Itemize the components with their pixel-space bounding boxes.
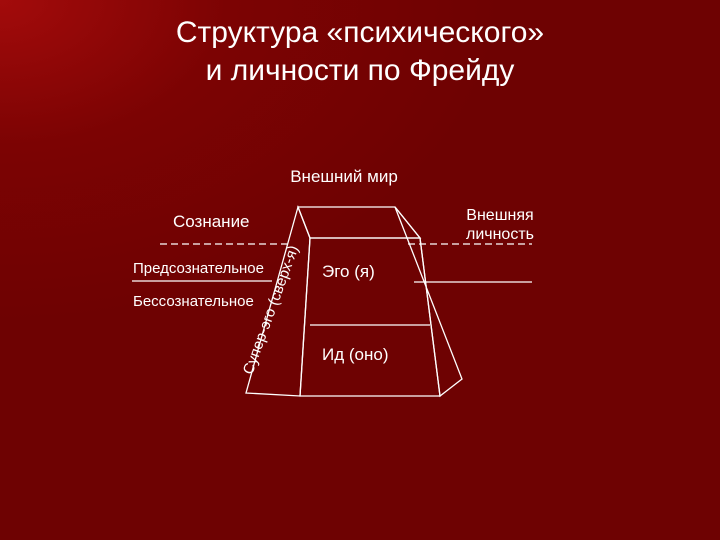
consciousness-label: Сознание — [173, 212, 250, 231]
pyramid-right-face — [394, 206, 463, 398]
external-personality-line-2: личность — [465, 226, 534, 243]
ego-label: Эго (я) — [322, 262, 375, 281]
pyramid-left-face — [245, 204, 311, 397]
title-line-2: и личности по Фрейду — [205, 54, 515, 87]
id-label: Ид (оно) — [322, 345, 389, 364]
external-personality-label: Внешняя личность — [435, 206, 565, 244]
outer-world-label: Внешний мир — [290, 167, 398, 186]
title-line-1: Структура «психического» — [175, 16, 545, 49]
unconscious-label: Бессознательное — [133, 293, 254, 310]
preconscious-label: Предсознательное — [133, 260, 264, 277]
external-personality-line-1: Внешняя — [466, 207, 534, 224]
slide-title: Структура «психического» и личности по Ф… — [0, 14, 720, 90]
